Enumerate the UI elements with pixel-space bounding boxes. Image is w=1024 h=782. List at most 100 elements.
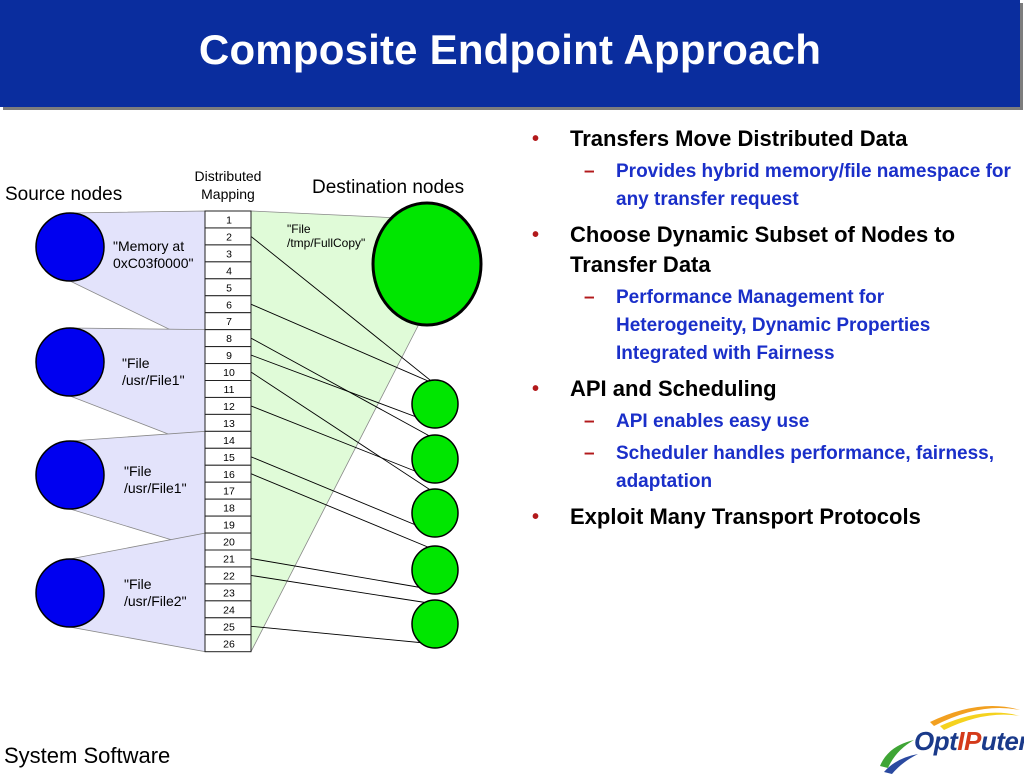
sub-bullet-item: – API enables easy use [532, 408, 1018, 436]
mapping-line-5 [250, 456, 436, 534]
mapping-line-9 [250, 625, 436, 645]
source-label-file1-line2: /usr/File1" [122, 372, 185, 388]
slot-number-18: 18 [223, 503, 235, 515]
destination-label-line2: /tmp/FullCopy" [287, 236, 365, 250]
footer-label: System Software [4, 743, 171, 768]
source-label-file1b-line2: /usr/File1" [124, 480, 187, 496]
mapping-line-10 [250, 236, 436, 385]
slot-number-20: 20 [223, 537, 235, 549]
sub-bullet-text: Scheduler handles performance, fairness,… [616, 443, 995, 492]
bullet-marker: • [532, 506, 540, 528]
sub-bullet-item: – Provides hybrid memory/file namespace … [532, 158, 1018, 214]
slot-number-26: 26 [223, 638, 235, 650]
bullet-text: Transfers Move Distributed Data [570, 126, 908, 151]
destination-nodes [371, 201, 483, 649]
destination-node-0 [411, 379, 459, 429]
slot-number-8: 8 [226, 333, 232, 345]
source-nodes [35, 212, 105, 628]
source-label-file2-line1: "File [124, 576, 152, 592]
source-node-2 [35, 440, 105, 510]
mapping-line-8 [250, 574, 436, 605]
slot-number-21: 21 [223, 554, 235, 566]
slot-number-23: 23 [223, 587, 235, 599]
slot-number-15: 15 [223, 452, 235, 464]
slide-title: Composite Endpoint Approach [198, 26, 822, 73]
destination-label-line1: "File [287, 222, 311, 236]
source-node-1 [35, 327, 105, 397]
destination-node-1 [411, 434, 459, 484]
logo-swoosh-yellow [940, 712, 1020, 730]
bullet-item: • Transfers Move Distributed Data [532, 124, 1018, 154]
mapping-lines [250, 236, 436, 645]
slot-number-2: 2 [226, 231, 232, 243]
slot-number-1: 1 [226, 215, 232, 227]
bullet-marker: • [532, 224, 540, 246]
bullet-marker: • [532, 128, 540, 150]
bullet-item: • API and Scheduling [532, 374, 1018, 404]
optiputer-logo: OptIPuter [870, 700, 1024, 777]
sub-bullet-text: API enables easy use [616, 411, 810, 432]
mapping-line-3 [250, 405, 436, 480]
destination-node-4 [411, 599, 459, 649]
source-label-memory-line1: "Memory at [113, 238, 184, 254]
slot-number-19: 19 [223, 520, 235, 532]
slot-number-13: 13 [223, 418, 235, 430]
slot-number-6: 6 [226, 299, 232, 311]
title-bar: Composite Endpoint Approach [0, 0, 1020, 107]
slot-number-11: 11 [224, 384, 235, 396]
slot-number-4: 4 [226, 265, 232, 277]
mapping-line-1 [250, 354, 436, 425]
dash-marker: – [584, 287, 595, 308]
bullet-text: Exploit Many Transport Protocols [570, 504, 921, 529]
source-label-file1b-line1: "File [124, 463, 152, 479]
dash-marker: – [584, 411, 595, 432]
slot-number-10: 10 [223, 367, 235, 379]
slot-number-3: 3 [226, 248, 232, 260]
mapping-fans [69, 210, 421, 653]
bullet-marker: • [532, 378, 540, 400]
slot-number-7: 7 [226, 316, 232, 328]
bullet-text: Choose Dynamic Subset of Nodes to Transf… [570, 222, 956, 277]
slot-number-24: 24 [223, 604, 235, 616]
slot-box-26 [204, 634, 252, 653]
bullet-text: API and Scheduling [570, 376, 777, 401]
bullet-item: • Choose Dynamic Subset of Nodes to Tran… [532, 220, 1018, 280]
slot-number-22: 22 [223, 570, 235, 582]
mapping-line-6 [250, 473, 436, 551]
destination-nodes-header: Destination nodes [312, 177, 464, 198]
slot-number-25: 25 [223, 621, 235, 633]
logo-swoosh-orange [930, 706, 1020, 726]
dash-marker: – [584, 443, 595, 464]
source-node-0 [35, 212, 105, 282]
slot-number-12: 12 [223, 401, 235, 413]
slot-number-9: 9 [226, 350, 232, 362]
mapping-header-line1: Distributed [195, 168, 262, 184]
sub-bullet-item: – Scheduler handles performance, fairnes… [532, 440, 1018, 496]
sub-bullet-text: Performance Management for Heterogeneity… [616, 287, 931, 364]
bullet-list: • Transfers Move Distributed Data – Prov… [532, 118, 1018, 532]
slot-number-5: 5 [226, 282, 232, 294]
mapping-slots: 1234567891011121314151617181920212223242… [204, 210, 252, 653]
logo-swoosh-green [880, 740, 914, 768]
sub-bullet-text: Provides hybrid memory/file namespace fo… [616, 161, 1011, 210]
mapping-header-line2: Mapping [201, 186, 255, 202]
source-label-file1-line1: "File [122, 355, 150, 371]
source-label-memory-line2: 0xC03f0000" [113, 255, 194, 271]
composite-endpoint-diagram: 1234567891011121314151617181920212223242… [5, 168, 483, 653]
bullet-item: • Exploit Many Transport Protocols [532, 502, 1018, 532]
slot-number-14: 14 [223, 435, 235, 447]
source-nodes-header: Source nodes [5, 184, 122, 205]
mapping-line-4 [250, 371, 436, 494]
destination-node-main [371, 201, 483, 327]
mapping-line-0 [250, 303, 436, 385]
destination-node-2 [411, 488, 459, 538]
source-label-file2-line2: /usr/File2" [124, 593, 187, 609]
logo-swoosh-blue [884, 754, 918, 774]
source-node-3 [35, 558, 105, 628]
sub-bullet-item: – Performance Management for Heterogenei… [532, 284, 1018, 368]
destination-node-3 [411, 545, 459, 595]
slot-number-16: 16 [223, 469, 235, 481]
diagram-labels: Source nodes Distributed Mapping Destina… [5, 168, 464, 609]
logo-wordmark: OptIPuter [914, 726, 1024, 756]
slot-number-17: 17 [223, 486, 235, 498]
